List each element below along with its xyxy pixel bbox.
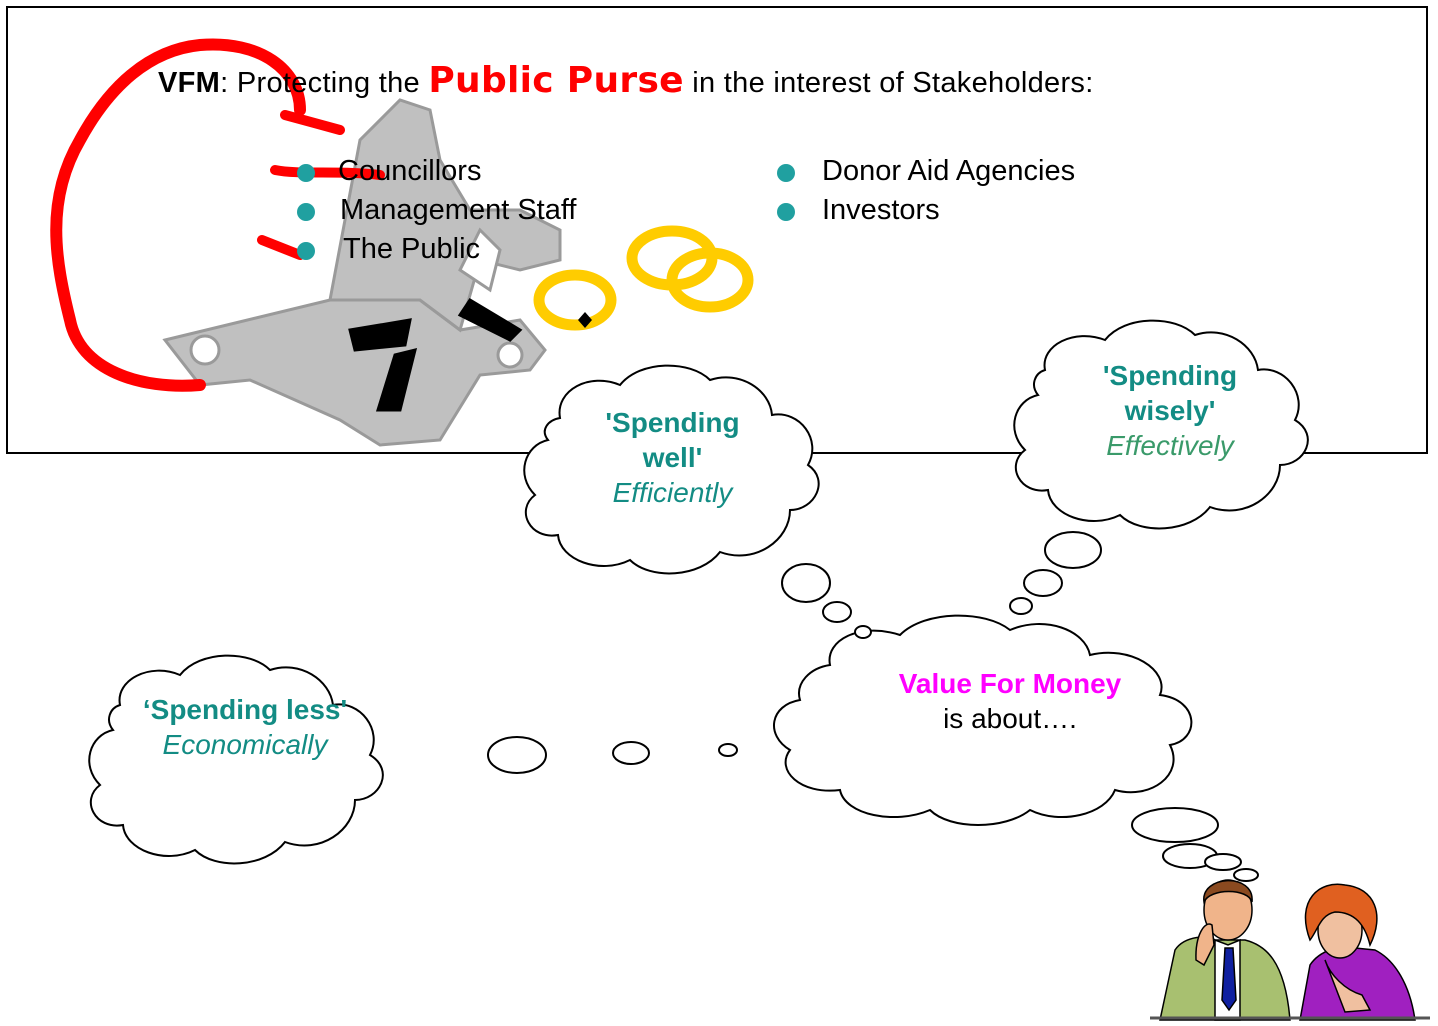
bubble-heading: Value For Money xyxy=(898,668,1122,699)
bubble-sub: Efficiently xyxy=(612,477,733,508)
title-post: in the interest of Stakeholders: xyxy=(683,67,1094,99)
stakeholder-item: Investors xyxy=(822,194,940,226)
bubble-sub: Economically xyxy=(162,729,328,760)
stakeholder-item: The Public xyxy=(343,233,481,265)
cloud-wisely xyxy=(1013,319,1309,530)
bubble-spending-well: 'Spending well' Efficiently xyxy=(575,405,770,510)
bubble-spending-wisely: 'Spending wisely' Effectively xyxy=(1070,358,1270,463)
coins-icon xyxy=(533,225,754,331)
title-pre: : Protecting the xyxy=(220,67,429,99)
bubble-heading: 'Spending wisely' xyxy=(1102,360,1238,426)
purse-clip-art xyxy=(162,98,562,447)
bubble-heading: 'Spending well' xyxy=(605,407,740,473)
bubble-sub: is about…. xyxy=(943,703,1077,734)
bubble-value-for-money: Value For Money is about…. xyxy=(850,666,1170,736)
title-lead: VFM xyxy=(158,67,221,99)
stakeholder-item: Donor Aid Agencies xyxy=(822,155,1076,187)
stakeholder-item: Management Staff xyxy=(340,194,577,226)
cloud-well xyxy=(523,364,820,575)
cloud-value xyxy=(773,614,1193,826)
bullet-icons xyxy=(297,164,795,260)
red-ribbon xyxy=(50,38,385,392)
title-highlight: Public Purse xyxy=(428,60,684,101)
bubble-spending-less: ‘Spending less' Economically xyxy=(140,692,350,762)
stakeholder-item: Councillors xyxy=(338,155,482,187)
page-title: VFM: Protecting the Public Purse in the … xyxy=(158,60,1094,101)
thinking-people-clip-art xyxy=(1150,879,1430,1021)
bubble-sub: Effectively xyxy=(1106,430,1234,461)
bubble-heading: ‘Spending less' xyxy=(142,694,348,725)
cloud-less xyxy=(88,654,384,865)
